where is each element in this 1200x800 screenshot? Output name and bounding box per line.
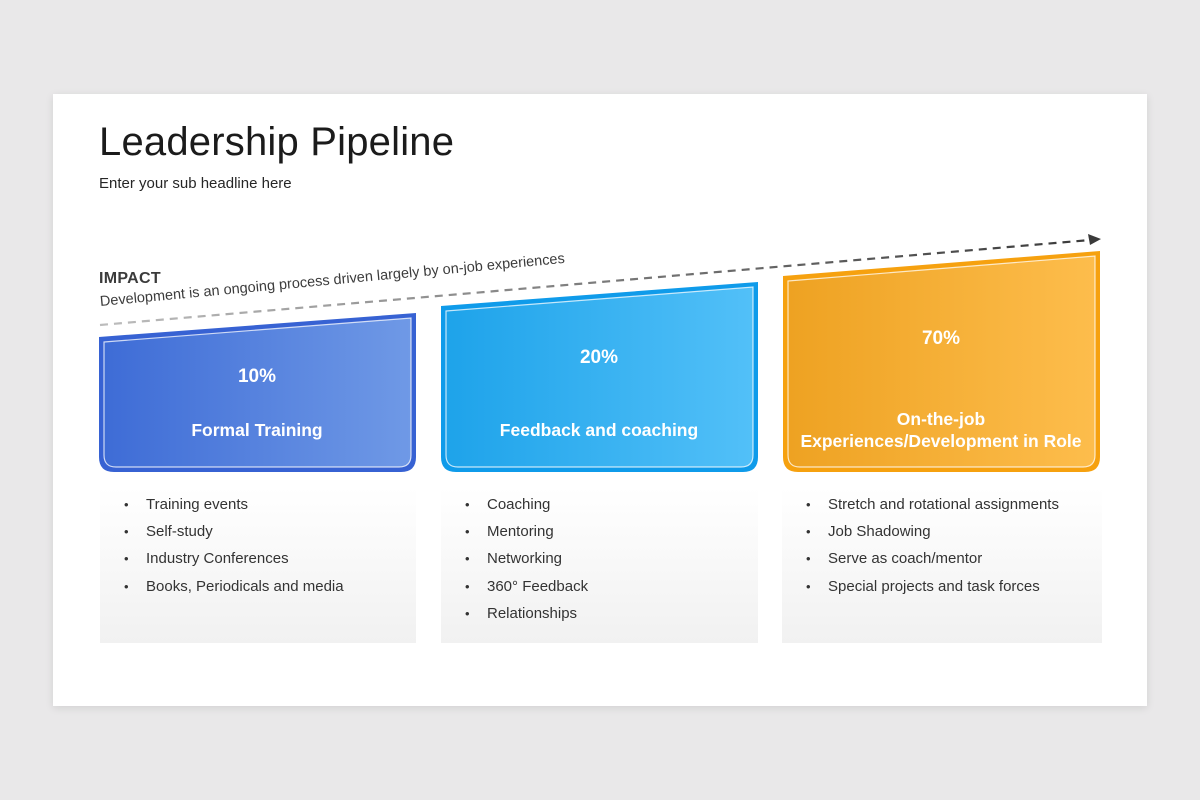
list-feedback-coaching: Coaching Mentoring Networking 360° Feedb… [465, 495, 588, 631]
impact-heading: IMPACT [99, 270, 161, 287]
card-formal-training-label: Formal Training [191, 420, 323, 440]
list-item: Coaching [465, 495, 588, 522]
card-on-the-job-label-line2: Experiences/Development in Role [800, 431, 1082, 451]
list-item: Relationships [465, 604, 588, 631]
list-item: Mentoring [465, 522, 588, 549]
card-on-the-job-percent: 70% [921, 328, 961, 349]
card-formal-training [99, 313, 416, 472]
card-on-the-job-label-line1: On-the-job [896, 409, 986, 429]
panel-on-the-job: Stretch and rotational assignments Job S… [782, 487, 1102, 643]
card-on-the-job [783, 251, 1100, 472]
page-subtitle: Enter your sub headline here [99, 175, 292, 192]
list-item: Self-study [124, 522, 344, 549]
list-item: Networking [465, 549, 588, 576]
panel-feedback-coaching: Coaching Mentoring Networking 360° Feedb… [441, 487, 758, 643]
list-item: Stretch and rotational assignments [806, 495, 1059, 522]
list-item: Books, Periodicals and media [124, 577, 344, 604]
list-item: Special projects and task forces [806, 577, 1059, 604]
card-formal-training-percent: 10% [237, 366, 277, 387]
card-feedback-coaching-percent: 20% [579, 347, 619, 368]
list-item: Training events [124, 495, 344, 522]
list-item: 360° Feedback [465, 577, 588, 604]
list-on-the-job: Stretch and rotational assignments Job S… [806, 495, 1059, 604]
card-feedback-coaching-label: Feedback and coaching [499, 420, 699, 440]
page-title: Leadership Pipeline [99, 120, 455, 164]
card-on-the-job-label: On-the-job Experiences/Development in Ro… [782, 408, 1100, 452]
list-item: Serve as coach/mentor [806, 549, 1059, 576]
list-formal-training: Training events Self-study Industry Conf… [124, 495, 344, 604]
list-item: Industry Conferences [124, 549, 344, 576]
list-item: Job Shadowing [806, 522, 1059, 549]
panel-formal-training: Training events Self-study Industry Conf… [100, 487, 416, 643]
card-feedback-coaching [441, 282, 758, 472]
